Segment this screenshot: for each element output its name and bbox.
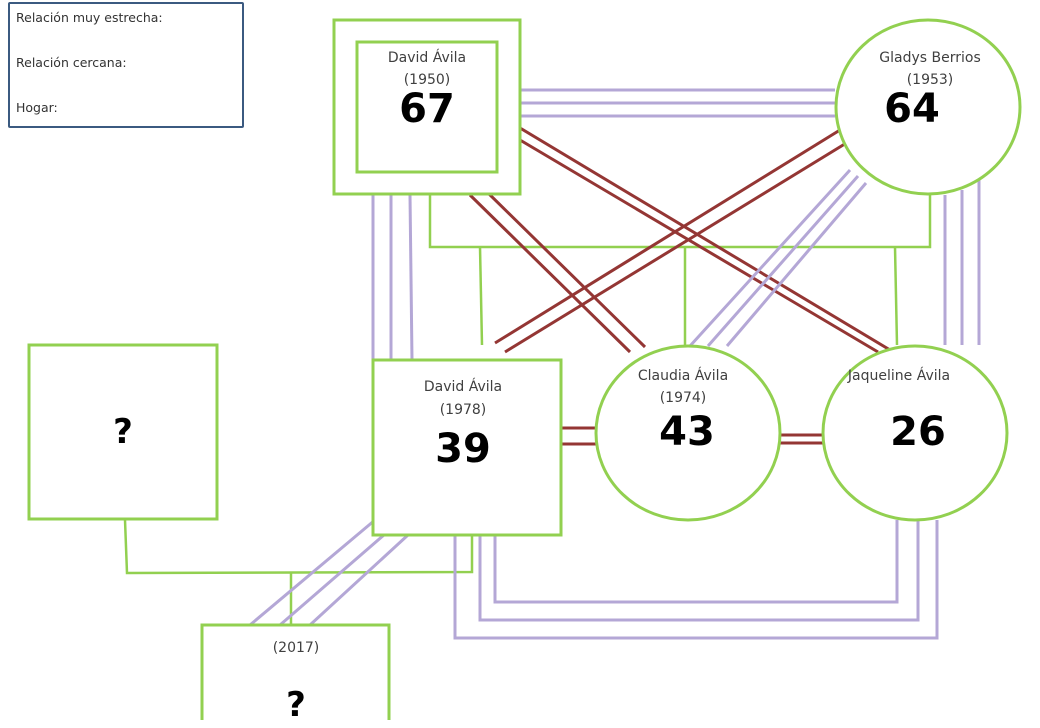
david-jr-name: David Ávila [423, 379, 503, 395]
person-jaqueline-avila [821, 344, 1009, 522]
person-unknown-partner [27, 343, 219, 521]
gladys-age: 64 [884, 86, 940, 132]
person-claudia-avila [594, 344, 782, 522]
david-sr-age: 67 [399, 86, 455, 132]
claudia-name: Claudia Ávila [637, 368, 729, 384]
jaqueline-name: Jaqueline Ávila [847, 368, 951, 384]
close-relationship-lines [468, 126, 891, 446]
child-age: ? [286, 685, 306, 725]
gladys-name: Gladys Berrios [879, 50, 981, 66]
david-sr-year: (1950) [403, 72, 451, 88]
david-sr-name: David Ávila [387, 50, 467, 66]
person-gladys-berrios [834, 18, 1022, 196]
person-child-2017 [200, 623, 391, 720]
child-year: (2017) [272, 640, 320, 656]
claudia-year: (1974) [659, 390, 707, 406]
gladys-year: (1953) [906, 72, 954, 88]
unknown-partner-age: ? [113, 412, 133, 452]
jaqueline-age: 26 [890, 409, 946, 455]
legend-close-label: Relación cercana: [16, 55, 127, 70]
legend-very-close-label: Relación muy estrecha: [16, 10, 163, 25]
legend-household-label: Hogar: [16, 100, 58, 115]
claudia-age: 43 [659, 409, 715, 455]
household-lines [123, 195, 932, 625]
very-close-relationship-lines [249, 88, 981, 640]
person-david-avila-1978 [371, 358, 563, 537]
david-jr-age: 39 [435, 426, 491, 472]
legend-box [8, 2, 244, 128]
david-jr-year: (1978) [439, 402, 487, 418]
person-david-avila-1950 [332, 18, 522, 196]
